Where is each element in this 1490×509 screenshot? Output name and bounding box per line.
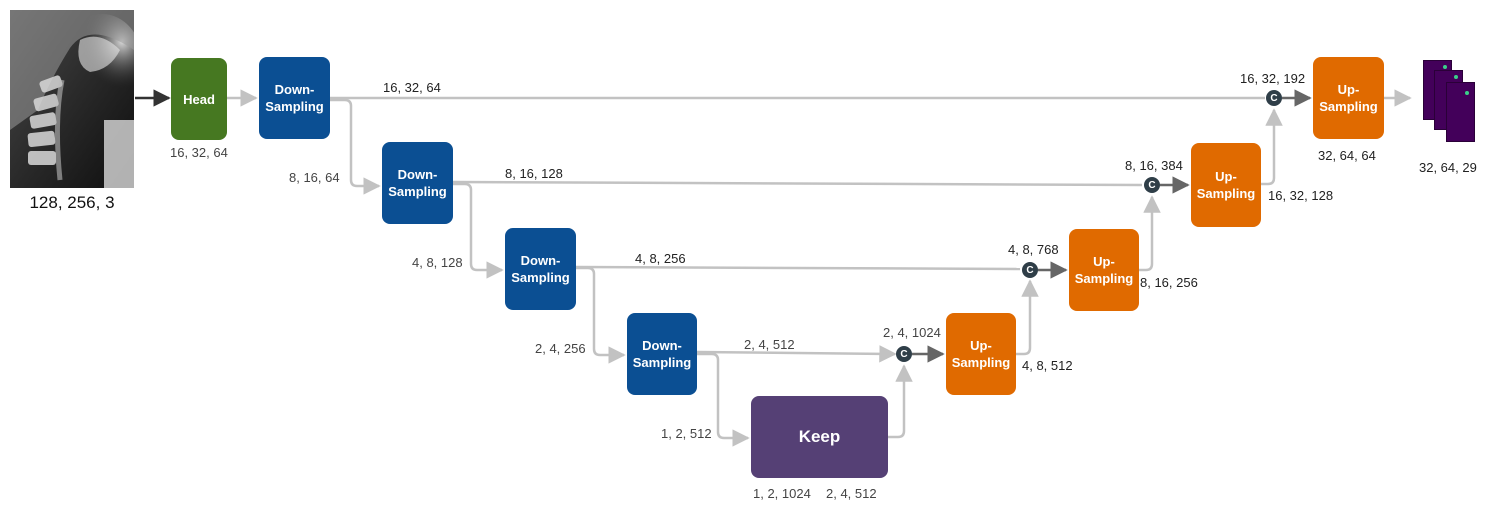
down-4-label-line2: Sampling bbox=[632, 355, 692, 370]
up-sampling-block-3: Up- Sampling bbox=[1191, 143, 1261, 227]
concat-2-shape: 4, 8, 768 bbox=[1008, 242, 1059, 257]
input-shape-label: 128, 256, 3 bbox=[29, 193, 115, 212]
skip-2-shape: 8, 16, 128 bbox=[505, 166, 563, 181]
up-2-label-line2: Sampling bbox=[1074, 271, 1134, 286]
keep-label: Keep bbox=[798, 427, 841, 446]
up-3-label-line1: Up- bbox=[1215, 169, 1237, 184]
up-sampling-block-2: Up- Sampling bbox=[1069, 229, 1139, 311]
down-3-label-line1: Down- bbox=[520, 253, 561, 268]
up-1-output-shape: 4, 8, 512 bbox=[1022, 358, 1073, 373]
concat-node-4: C bbox=[1266, 90, 1282, 106]
up-1-label-line1: Up- bbox=[970, 338, 992, 353]
keep-output-shape-b: 2, 4, 512 bbox=[826, 486, 877, 501]
output-heatmap-3 bbox=[1446, 82, 1475, 142]
output-shape-label: 32, 64, 29 bbox=[1419, 160, 1477, 175]
head-label: Head bbox=[183, 91, 215, 107]
head-shape-label: 16, 32, 64 bbox=[170, 145, 228, 160]
up-4-label-line1: Up- bbox=[1337, 82, 1360, 97]
down-3-input-shape: 4, 8, 128 bbox=[412, 255, 463, 270]
up-1-label-line2: Sampling bbox=[951, 355, 1011, 370]
up-2-label-line1: Up- bbox=[1093, 254, 1115, 269]
up-3-output-shape: 16, 32, 128 bbox=[1268, 188, 1334, 203]
skip-3-shape: 4, 8, 256 bbox=[635, 251, 686, 266]
down-sampling-block-3: Down- Sampling bbox=[505, 228, 576, 310]
down-4-label-line1: Down- bbox=[642, 338, 682, 353]
down-2-label-line2: Sampling bbox=[388, 184, 447, 199]
skip-4-shape: 2, 4, 512 bbox=[744, 337, 795, 352]
head-block: Head bbox=[171, 58, 227, 140]
keep-output-shape-a: 1, 2, 1024 bbox=[753, 486, 811, 501]
up-4-label-line2: Sampling bbox=[1319, 99, 1378, 114]
concat-node-2: C bbox=[1022, 262, 1038, 278]
down-2-input-shape: 8, 16, 64 bbox=[289, 170, 340, 185]
down-1-label-line2: Sampling bbox=[265, 99, 324, 114]
concat-node-3: C bbox=[1144, 177, 1160, 193]
keep-input-shape: 1, 2, 512 bbox=[661, 426, 712, 441]
down-sampling-block-4: Down- Sampling bbox=[627, 313, 697, 395]
up-4-output-shape: 32, 64, 64 bbox=[1318, 148, 1376, 163]
concat-3-shape: 8, 16, 384 bbox=[1125, 158, 1183, 173]
input-xray-image bbox=[10, 10, 134, 188]
up-2-output-shape: 8, 16, 256 bbox=[1140, 275, 1198, 290]
concat-1-shape: 2, 4, 1024 bbox=[883, 325, 941, 340]
down-2-label-line1: Down- bbox=[397, 167, 438, 182]
down-4-input-shape: 2, 4, 256 bbox=[535, 341, 586, 356]
down-sampling-block-1: Down- Sampling bbox=[259, 57, 330, 139]
up-3-label-line2: Sampling bbox=[1196, 186, 1256, 201]
concat-node-1: C bbox=[896, 346, 912, 362]
skip-1-shape: 16, 32, 64 bbox=[383, 80, 441, 95]
down-sampling-block-2: Down- Sampling bbox=[382, 142, 453, 224]
down-1-label-line1: Down- bbox=[274, 82, 315, 97]
up-sampling-block-4: Up- Sampling bbox=[1313, 57, 1384, 139]
keep-block: Keep bbox=[751, 396, 888, 478]
concat-4-shape: 16, 32, 192 bbox=[1240, 71, 1306, 86]
up-sampling-block-1: Up- Sampling bbox=[946, 313, 1016, 395]
down-3-label-line2: Sampling bbox=[511, 270, 570, 285]
